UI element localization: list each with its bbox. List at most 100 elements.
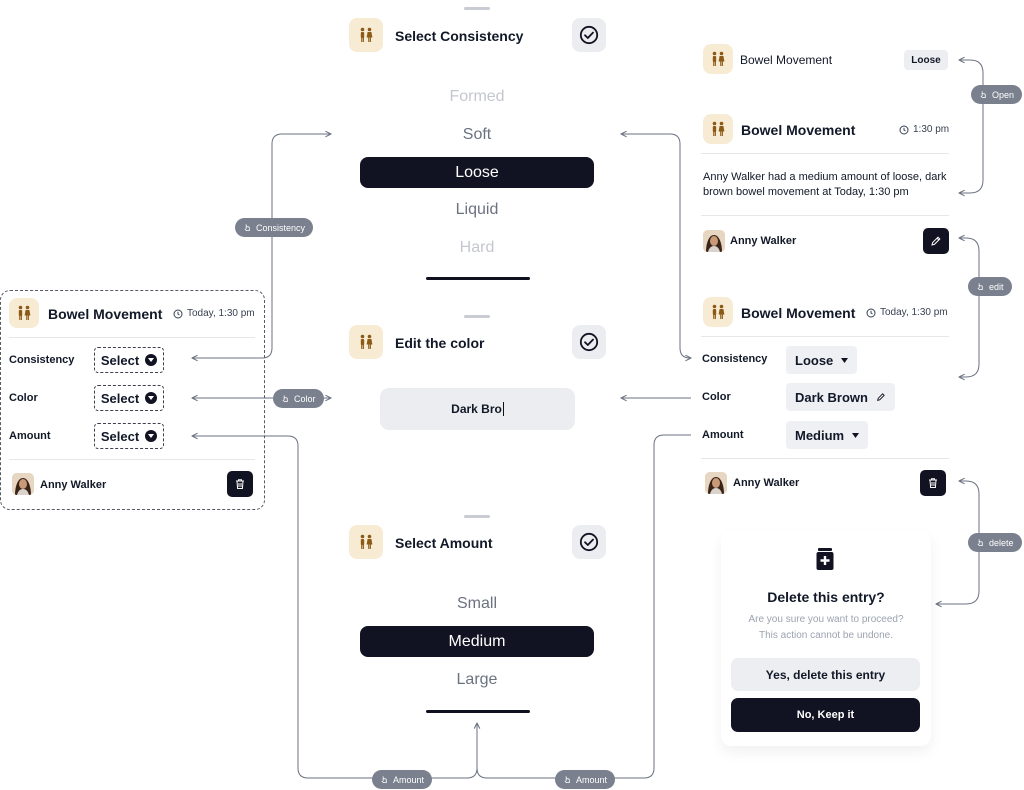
clock-icon bbox=[866, 308, 876, 317]
tap-icon bbox=[977, 283, 983, 291]
delete-button[interactable] bbox=[227, 471, 253, 497]
divider bbox=[701, 153, 949, 154]
keep-entry-button[interactable]: No, Keep it bbox=[731, 698, 920, 732]
user-name: Anny Walker bbox=[730, 235, 797, 247]
confirm-delete-button[interactable]: Yes, delete this entry bbox=[731, 658, 920, 691]
dialog-message-line2: This action cannot be undone. bbox=[759, 630, 893, 641]
clock-icon bbox=[173, 309, 183, 318]
picker-option[interactable]: Liquid bbox=[455, 201, 499, 218]
amount-select[interactable]: Medium bbox=[786, 421, 869, 449]
avatar bbox=[12, 473, 34, 495]
consistency-badge: Loose bbox=[904, 50, 948, 70]
toilet-icon bbox=[703, 297, 733, 327]
sheet-handle[interactable] bbox=[464, 315, 490, 318]
home-indicator bbox=[426, 277, 530, 280]
avatar bbox=[703, 230, 725, 252]
divider bbox=[9, 337, 255, 338]
toilet-icon bbox=[703, 44, 733, 74]
color-select[interactable]: Dark Brown bbox=[786, 383, 895, 411]
home-indicator bbox=[426, 710, 530, 713]
toilet-icon bbox=[349, 325, 383, 359]
entry-title: Bowel Movement bbox=[741, 122, 856, 138]
picker-option-selected[interactable]: Loose bbox=[360, 157, 594, 188]
trash-icon bbox=[236, 479, 244, 489]
entry-time: 1:30 pm bbox=[899, 124, 949, 135]
amount-select[interactable]: Select bbox=[94, 423, 164, 449]
confirm-button[interactable] bbox=[572, 325, 606, 359]
empty-entry-form bbox=[0, 290, 265, 510]
consistency-select[interactable]: Select bbox=[94, 347, 164, 373]
flow-label-edit: edit bbox=[968, 277, 1012, 296]
picker-option[interactable]: Formed bbox=[449, 88, 505, 105]
dialog-message-line1: Are you sure you want to proceed? bbox=[748, 614, 904, 625]
picker-option[interactable]: Hard bbox=[459, 239, 495, 256]
picker-option-selected[interactable]: Medium bbox=[360, 626, 594, 657]
caret-down-icon bbox=[841, 357, 849, 363]
sheet-handle[interactable] bbox=[464, 515, 490, 518]
sheet-handle[interactable] bbox=[464, 7, 490, 10]
flow-label-color: Color bbox=[273, 389, 324, 408]
divider bbox=[9, 459, 255, 460]
check-circle-icon bbox=[579, 332, 599, 352]
color-select[interactable]: Select bbox=[94, 385, 164, 411]
connector-edit bbox=[959, 238, 980, 377]
picker-option[interactable]: Large bbox=[456, 671, 498, 688]
flow-label-open: Open bbox=[971, 85, 1023, 104]
caret-down-icon bbox=[852, 432, 860, 438]
toilet-icon bbox=[703, 114, 733, 144]
entry-description: Anny Walker had a medium amount of loose… bbox=[703, 171, 947, 198]
amount-label: Amount bbox=[9, 430, 51, 442]
color-label: Color bbox=[702, 391, 731, 403]
chevron-down-icon bbox=[145, 430, 158, 442]
connector-open bbox=[959, 60, 984, 193]
check-circle-icon bbox=[579, 532, 599, 552]
clock-icon bbox=[899, 125, 909, 134]
toilet-icon bbox=[9, 298, 39, 328]
toilet-icon bbox=[349, 18, 383, 52]
tap-icon bbox=[564, 776, 570, 784]
pencil-icon bbox=[877, 393, 885, 401]
pencil-icon bbox=[931, 236, 941, 246]
sheet-title: Edit the color bbox=[395, 335, 485, 351]
delete-button[interactable] bbox=[920, 470, 946, 496]
chevron-down-icon bbox=[145, 392, 158, 404]
divider bbox=[701, 458, 949, 459]
connector-consistency bbox=[192, 134, 331, 358]
entry-title: Bowel Movement bbox=[741, 305, 856, 321]
entry-time: Today, 1:30 pm bbox=[173, 308, 255, 319]
color-input[interactable]: Dark Bro bbox=[380, 388, 575, 430]
confirm-button[interactable] bbox=[572, 525, 606, 559]
color-input-value: Dark Bro bbox=[451, 402, 502, 416]
connector-amount-left bbox=[192, 436, 477, 779]
text-cursor bbox=[502, 402, 504, 416]
tap-icon bbox=[980, 91, 986, 99]
edit-button[interactable] bbox=[923, 228, 949, 254]
tap-icon bbox=[244, 224, 250, 232]
flow-label-consistency: Consistency bbox=[235, 218, 314, 237]
user-name: Anny Walker bbox=[40, 479, 107, 491]
flow-label-amount-right: Amount bbox=[555, 770, 616, 789]
trash-icon bbox=[929, 478, 937, 488]
tap-icon bbox=[282, 395, 288, 403]
entry-title: Bowel Movement bbox=[48, 306, 163, 322]
confirm-button[interactable] bbox=[572, 18, 606, 52]
sheet-title: Select Consistency bbox=[395, 28, 524, 44]
tap-icon bbox=[381, 776, 387, 784]
consistency-select[interactable]: Loose bbox=[786, 346, 858, 374]
amount-label: Amount bbox=[702, 429, 744, 441]
flow-label-delete: delete bbox=[968, 533, 1022, 552]
toilet-icon bbox=[349, 525, 383, 559]
connector-edit-consistency bbox=[621, 134, 691, 358]
color-label: Color bbox=[9, 392, 38, 404]
sheet-title: Select Amount bbox=[395, 535, 493, 551]
divider bbox=[701, 336, 949, 337]
picker-option[interactable]: Soft bbox=[462, 126, 492, 143]
entry-time: Today, 1:30 pm bbox=[866, 307, 948, 318]
avatar bbox=[705, 472, 727, 494]
divider bbox=[701, 215, 949, 216]
consistency-label: Consistency bbox=[702, 353, 768, 365]
check-circle-icon bbox=[579, 25, 599, 45]
chevron-down-icon bbox=[145, 354, 158, 366]
picker-option[interactable]: Small bbox=[456, 595, 497, 612]
dialog-title: Delete this entry? bbox=[767, 589, 885, 605]
